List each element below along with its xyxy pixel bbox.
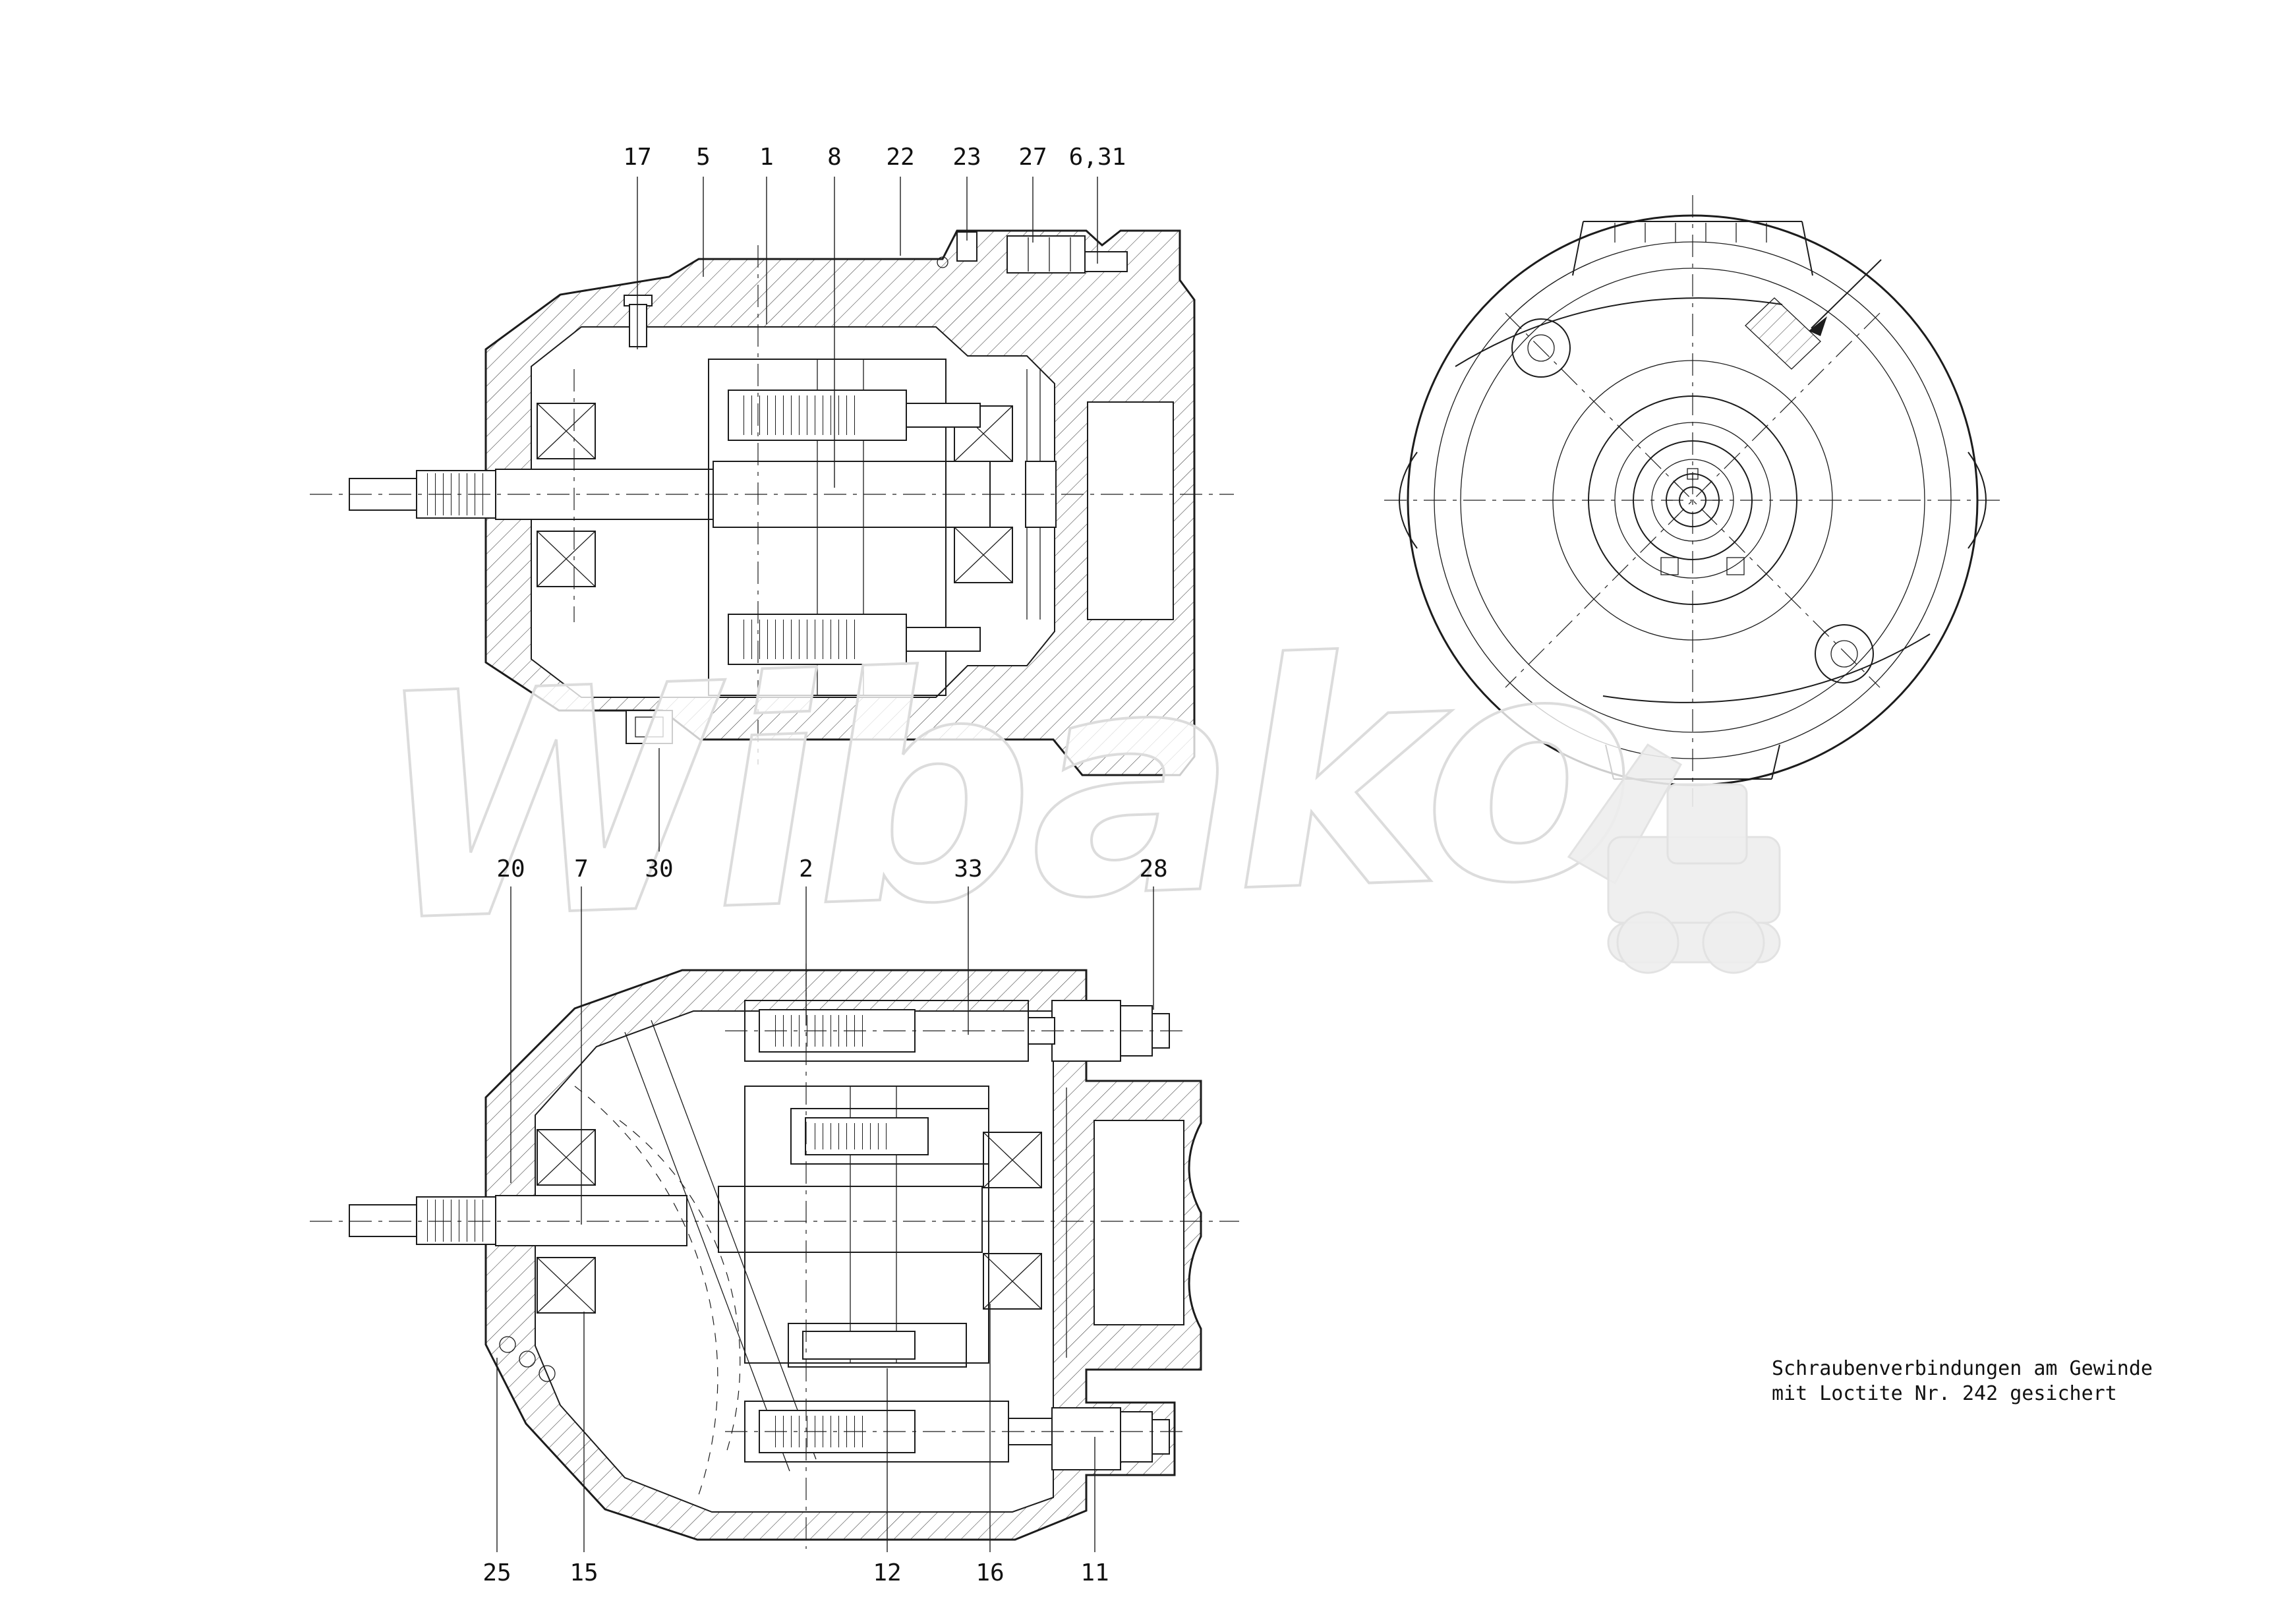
callout-bot-0: 25 [482,1559,511,1586]
end-view [1384,195,2001,807]
swashplate-lines [574,1020,817,1495]
right-flange-web [1087,401,1174,620]
drain-plug [626,710,673,744]
leader-lines [496,177,1154,1552]
section-view-lower [310,964,1239,1549]
callout-top-3: 8 [827,144,842,171]
callout-top-5: 23 [952,144,981,171]
watermark: Wibako [368,585,1781,992]
adjust-screw [624,295,653,347]
section-view-upper [310,229,1234,776]
lower-port-plug [1051,1407,1170,1470]
callout-bot-3: 16 [976,1559,1004,1586]
callout-top-6: 27 [1018,144,1047,171]
drive-shaft-lower [349,1186,983,1253]
callout-top-7: 6,31 [1069,144,1126,171]
middle-piston-assembly [790,1108,989,1165]
callout-bot-2: 12 [873,1559,901,1586]
callouts-bottom: 25 15 12 16 11 [482,1559,1109,1586]
section-arrowhead [1809,316,1827,336]
callout-top-2: 1 [759,144,774,171]
mounting-hole-upper [1511,318,1571,378]
callout-mid-1: 7 [574,856,589,883]
callout-mid-3: 2 [799,856,813,883]
callouts-top: 17 5 1 8 22 23 27 6,31 [623,144,1126,171]
callout-top-0: 17 [623,144,651,171]
retainer-parts [499,1336,556,1382]
note-line-2: mit Loctite Nr. 242 gesichert [1772,1382,2117,1405]
note-line-1: Schraubenverbindungen am Gewinde [1772,1357,2153,1380]
callout-mid-5: 28 [1139,856,1167,883]
callout-bot-4: 11 [1080,1559,1109,1586]
callouts-middle: 20 7 30 2 33 28 [496,856,1167,883]
note: Schraubenverbindungen am Gewinde mit Loc… [1772,1357,2153,1405]
mounting-hole-lower [1815,624,1874,683]
callout-bot-1: 15 [569,1559,598,1586]
section-wedge [1745,297,1821,370]
callout-mid-4: 33 [954,856,982,883]
callout-mid-0: 20 [496,856,525,883]
callout-top-4: 22 [886,144,914,171]
watermark-logo [1567,743,1781,974]
flange-web [1093,1120,1184,1325]
callout-top-1: 5 [696,144,711,171]
watermark-text: Wibako [369,587,1636,991]
callout-mid-2: 30 [645,856,673,883]
lower-middle-piston [788,1323,967,1368]
